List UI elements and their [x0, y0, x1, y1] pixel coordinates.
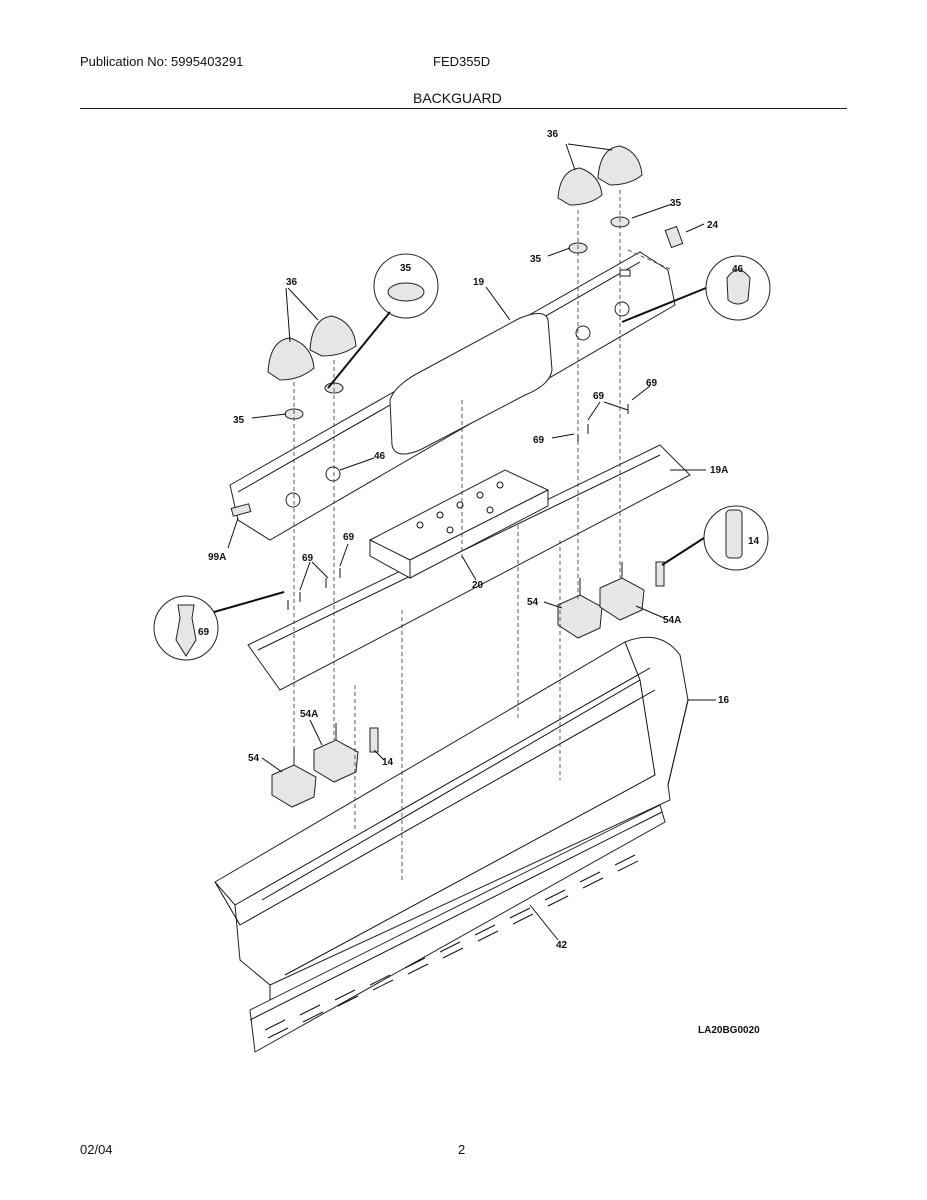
- backguard-housing: [214, 636, 689, 1000]
- label-16: 16: [718, 695, 730, 706]
- label-54a-left: 54A: [300, 709, 318, 720]
- label-42: 42: [556, 940, 568, 951]
- label-36-left: 36: [286, 277, 298, 288]
- detail-circle-69: [153, 591, 285, 661]
- label-99a: 99A: [208, 552, 226, 563]
- label-35-top-left: 35: [530, 254, 542, 265]
- label-69-b: 69: [646, 378, 658, 389]
- section-title: BACKGUARD: [413, 90, 502, 106]
- vent-slots: [264, 854, 639, 1039]
- label-69-circle: 69: [198, 627, 210, 638]
- leader-lines: [227, 143, 716, 941]
- label-36-top: 36: [547, 129, 559, 140]
- label-54-right: 54: [527, 597, 539, 608]
- publication-number: Publication No: 5995403291: [80, 54, 244, 69]
- label-69-a: 69: [593, 391, 605, 402]
- terminal-14-right: [655, 561, 665, 587]
- label-35-top-right: 35: [670, 198, 682, 209]
- detail-circle-35: [327, 253, 439, 389]
- label-46-circle: 46: [732, 264, 744, 275]
- knob-left-rear: [309, 315, 357, 357]
- knob-right-front: [557, 167, 603, 206]
- knob-left-front: [267, 337, 315, 381]
- label-14-circle: 14: [748, 536, 760, 547]
- page-number: 2: [458, 1142, 466, 1157]
- label-14: 14: [382, 757, 394, 768]
- model-number: FED355D: [433, 54, 491, 69]
- label-54-left: 54: [248, 753, 260, 764]
- switch-54a-right: [599, 562, 645, 621]
- rocker-switch-24: [664, 225, 684, 249]
- insulation-99a: [230, 503, 252, 517]
- label-20: 20: [472, 580, 484, 591]
- diagram-code: LA20BG0020: [698, 1025, 760, 1036]
- switch-54-right: [557, 578, 603, 639]
- assembly-lines: [293, 190, 673, 880]
- detail-circle-14: [661, 505, 769, 571]
- switch-54a-left: [313, 723, 359, 783]
- label-19a: 19A: [710, 465, 728, 476]
- console-panel: [229, 251, 676, 541]
- label-69-d: 69: [302, 553, 314, 564]
- detail-circle-46: [621, 255, 771, 323]
- label-24: 24: [707, 220, 719, 231]
- label-54a-right: 54A: [663, 615, 681, 626]
- terminal-14-left: [369, 727, 379, 753]
- label-35-left: 35: [233, 415, 245, 426]
- vent-strip: [249, 804, 666, 1053]
- label-69-e: 69: [343, 532, 355, 543]
- screws-69: [287, 404, 629, 610]
- part-labels: 36 35 24 35 46 19 35 36 35 46 69 69 69 1…: [198, 129, 760, 1036]
- label-69-c: 69: [533, 435, 545, 446]
- label-19: 19: [473, 277, 485, 288]
- header-rule: [80, 108, 847, 109]
- footer-date: 02/04: [80, 1142, 113, 1157]
- label-35-circle: 35: [400, 263, 412, 274]
- control-board: [368, 469, 550, 579]
- knob-right-rear: [597, 145, 643, 186]
- label-46: 46: [374, 451, 386, 462]
